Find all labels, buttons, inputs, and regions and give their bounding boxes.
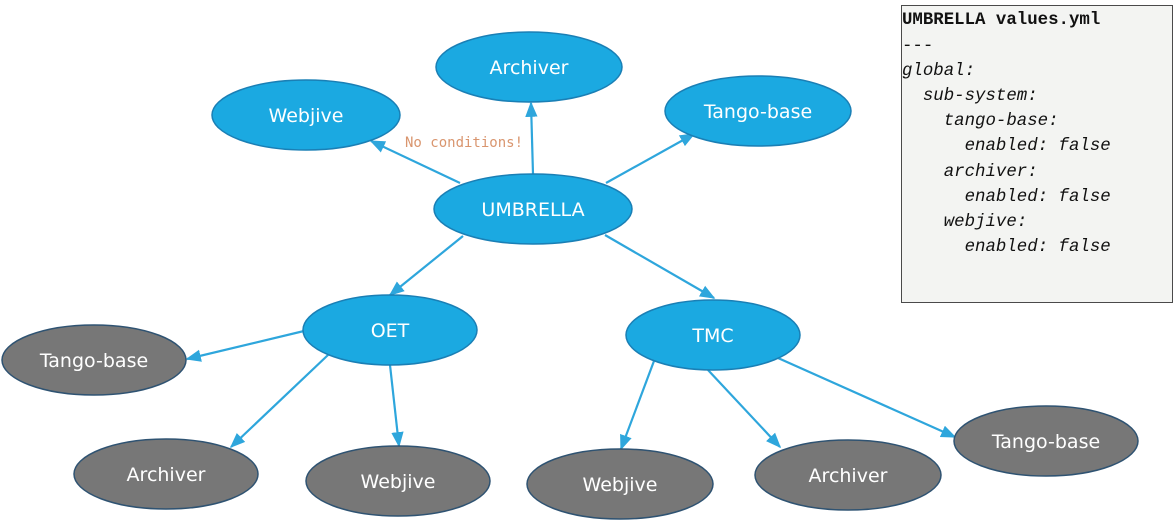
edge-umbrella-to-webjive-top (369, 140, 461, 184)
edge-tmc-to-tmc-webjive (619, 360, 656, 451)
node-tango-base-top: Tango-base (664, 75, 852, 147)
node-ellipse (211, 79, 401, 151)
node-label: OET (371, 320, 410, 342)
node-ellipse (526, 448, 714, 520)
node-ellipse (435, 31, 623, 103)
node-label: Webjive (361, 471, 436, 493)
node-ellipse (664, 75, 852, 147)
no-conditions-note: No conditions! (405, 135, 523, 151)
edge-oet-to-oet-webjive (388, 364, 404, 448)
values-yml-title: UMBRELLA values.yml (902, 11, 1101, 30)
edge-umbrella-to-archiver-top (525, 101, 538, 175)
node-label: Archiver (809, 465, 888, 487)
node-label: Archiver (127, 464, 206, 486)
yaml-line: archiver: (902, 163, 1038, 182)
edge-oet-to-oet-tango-base (185, 329, 305, 362)
yaml-line: webjive: (902, 213, 1028, 232)
node-tmc-tango-base: Tango-base (953, 405, 1139, 477)
yaml-line: global: (902, 62, 976, 81)
node-oet-tango-base: Tango-base (1, 324, 187, 396)
node-oet: OET (302, 294, 478, 366)
node-ellipse (953, 405, 1139, 477)
node-ellipse (302, 294, 478, 366)
yaml-line: enabled: false (902, 238, 1111, 257)
node-tmc-webjive: Webjive (526, 448, 714, 520)
node-ellipse (754, 439, 942, 511)
edge-umbrella-to-tmc (604, 234, 716, 299)
edge-oet-to-oet-archiver (229, 354, 329, 449)
yaml-line: --- (902, 37, 934, 56)
edges (185, 101, 957, 451)
yaml-line: enabled: false (902, 188, 1111, 207)
node-label: Tango-base (703, 101, 812, 123)
node-archiver-top: Archiver (435, 31, 623, 103)
yaml-line: tango-base: (902, 112, 1059, 131)
yaml-line: enabled: false (902, 137, 1111, 156)
node-label: Webjive (583, 474, 658, 496)
node-webjive-top: Webjive (211, 79, 401, 151)
values-yml-panel: UMBRELLA values.yml --- global: sub-syst… (901, 5, 1173, 303)
node-label: UMBRELLA (481, 199, 584, 221)
node-label: Tango-base (39, 350, 148, 372)
node-label: TMC (691, 325, 733, 347)
edge-umbrella-to-tango-base-top (605, 133, 696, 184)
edge-umbrella-to-oet (388, 235, 464, 296)
node-ellipse (625, 299, 801, 371)
node-oet-webjive: Webjive (305, 445, 491, 517)
edge-tmc-to-tmc-tango-base (777, 356, 957, 439)
node-tmc-archiver: Archiver (754, 439, 942, 511)
edge-tmc-to-tmc-archiver (707, 369, 782, 449)
node-label: Tango-base (991, 431, 1100, 453)
node-umbrella: UMBRELLA (433, 173, 633, 245)
node-ellipse (305, 445, 491, 517)
yaml-line: sub-system: (902, 87, 1038, 106)
node-tmc: TMC (625, 299, 801, 371)
node-label: Webjive (269, 105, 344, 127)
node-ellipse (1, 324, 187, 396)
node-ellipse (433, 173, 633, 245)
node-label: Archiver (490, 57, 569, 79)
node-oet-archiver: Archiver (73, 438, 259, 510)
node-ellipse (73, 438, 259, 510)
